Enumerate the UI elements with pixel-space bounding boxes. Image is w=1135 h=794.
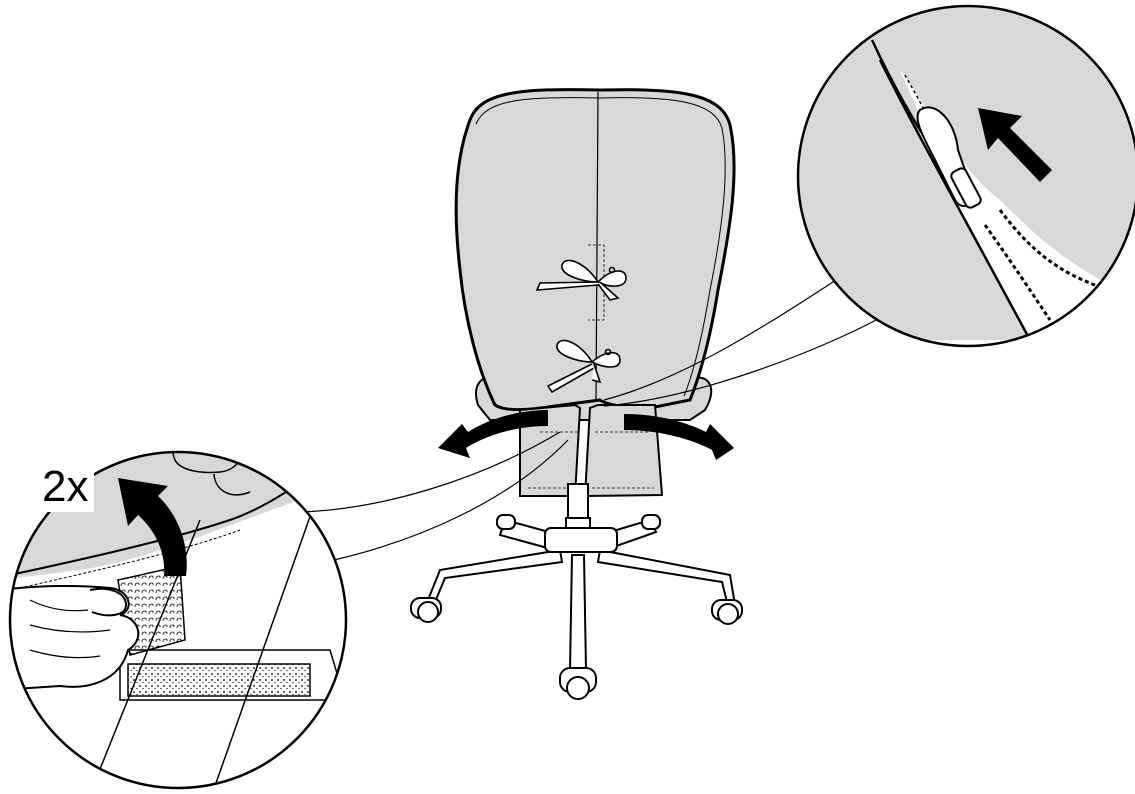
zoom-circle-zipper xyxy=(796,4,1135,348)
caster-right xyxy=(711,599,743,625)
curved-arrow-right-icon xyxy=(624,414,734,460)
caster-back-left xyxy=(496,514,516,530)
arrow-up-left-icon xyxy=(978,108,1052,182)
curved-arrow-up-icon xyxy=(118,478,187,576)
office-chair xyxy=(410,88,743,700)
repeat-count-label: 2x xyxy=(40,462,95,512)
velcro-loop-strip xyxy=(127,663,311,697)
backrest-cover xyxy=(454,88,736,412)
caster-left xyxy=(410,597,442,623)
tie-bow-upper xyxy=(535,259,627,301)
lower-flap xyxy=(519,403,582,497)
center-seam xyxy=(595,91,599,401)
caster-front xyxy=(559,667,597,700)
callout-leader-left xyxy=(297,431,569,561)
tie-bow-lower xyxy=(546,339,621,394)
caster-back-right xyxy=(641,514,661,530)
backrest-inner-line xyxy=(475,97,726,397)
chair-base xyxy=(426,518,737,671)
callout-leader-right xyxy=(603,279,881,407)
curved-arrow-left-icon xyxy=(438,410,548,458)
